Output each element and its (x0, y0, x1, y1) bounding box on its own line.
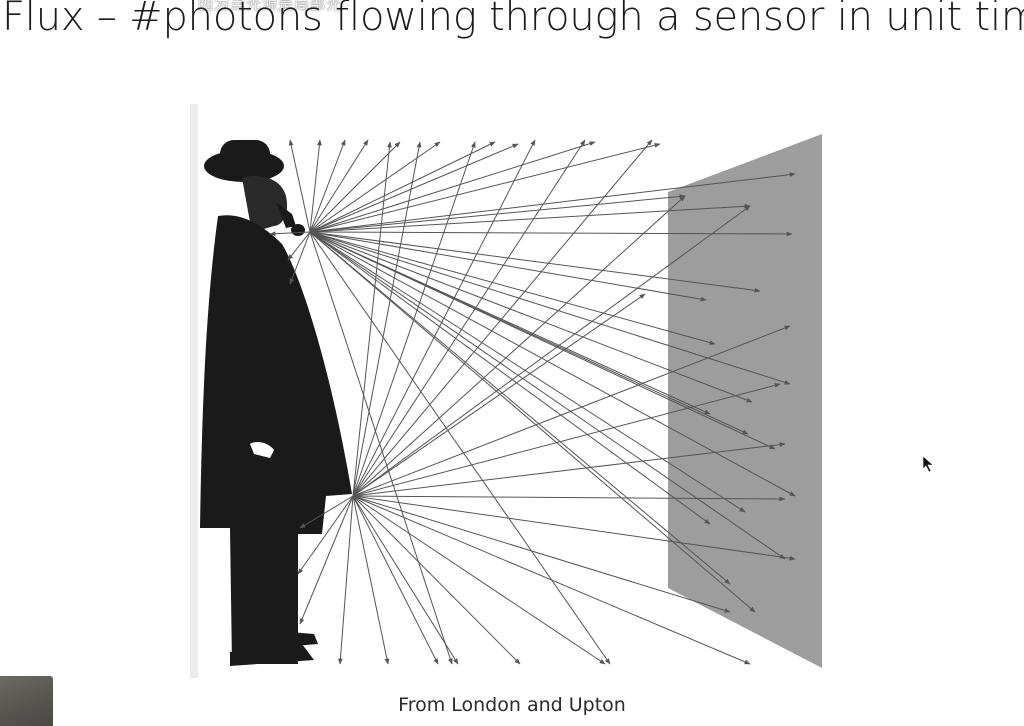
upper-ray (309, 139, 346, 233)
upper-ray (309, 231, 791, 385)
lower-ray (299, 495, 354, 529)
upper-ray (309, 231, 746, 513)
lower-ray (352, 139, 653, 497)
lower-ray (352, 383, 781, 497)
upper-ray (309, 141, 596, 233)
lower-ray (352, 293, 646, 497)
lower-ray (352, 495, 390, 665)
page-edge (190, 104, 198, 678)
slide-title: Flux – #photons flowing through a sensor… (2, 0, 1024, 40)
upper-ray (309, 231, 756, 613)
webcam-thumbnail (0, 676, 53, 726)
lower-ray (352, 141, 392, 497)
upper-ray (309, 172, 796, 233)
upper-ray (309, 231, 707, 302)
lower-ray (352, 495, 439, 665)
lower-ray (352, 141, 476, 497)
lower-ray (352, 195, 686, 497)
lower-ray (352, 495, 751, 665)
upper-ray (309, 203, 751, 233)
lower-ray (352, 325, 791, 497)
upper-ray (309, 141, 401, 233)
upper-ray (309, 231, 611, 665)
arrow-cursor-icon (922, 455, 934, 473)
upper-ray (309, 231, 731, 585)
flux-diagram (190, 104, 822, 678)
sensor-plane (668, 134, 822, 668)
lower-ray (352, 141, 422, 497)
lower-ray (352, 495, 459, 665)
lower-ray (352, 495, 796, 561)
upper-ray (309, 231, 711, 525)
rays-source-lower (297, 139, 796, 665)
lower-ray (352, 495, 606, 665)
lower-ray (352, 442, 786, 497)
upper-ray (309, 139, 369, 233)
upper-ray (309, 141, 496, 233)
upper-ray (289, 231, 311, 285)
lower-ray (297, 495, 354, 575)
lower-ray (352, 139, 586, 497)
figure-caption: From London and Upton (398, 694, 626, 716)
upper-ray (309, 139, 322, 233)
lower-ray (352, 139, 536, 497)
upper-ray (309, 231, 776, 450)
upper-ray (309, 231, 716, 345)
lower-ray (338, 495, 354, 665)
upper-ray (269, 231, 311, 237)
upper-ray (287, 231, 311, 261)
upper-ray (309, 143, 519, 233)
upper-ray (309, 231, 761, 293)
lower-ray (352, 495, 521, 665)
lower-ray (352, 205, 751, 497)
lower-ray (299, 495, 354, 625)
upper-ray (309, 141, 441, 233)
upper-ray (309, 231, 753, 403)
rays-source-upper (269, 139, 796, 665)
man-silhouette (200, 140, 352, 666)
subtitle-overlay: 因为点光源是局部光 (198, 0, 343, 13)
upper-ray (309, 231, 453, 665)
upper-ray (309, 142, 661, 233)
lower-ray (352, 495, 786, 502)
upper-ray (309, 231, 796, 497)
lower-ray (352, 495, 731, 613)
upper-ray (288, 139, 311, 233)
upper-ray (309, 231, 786, 560)
figure-illustration (190, 104, 830, 678)
